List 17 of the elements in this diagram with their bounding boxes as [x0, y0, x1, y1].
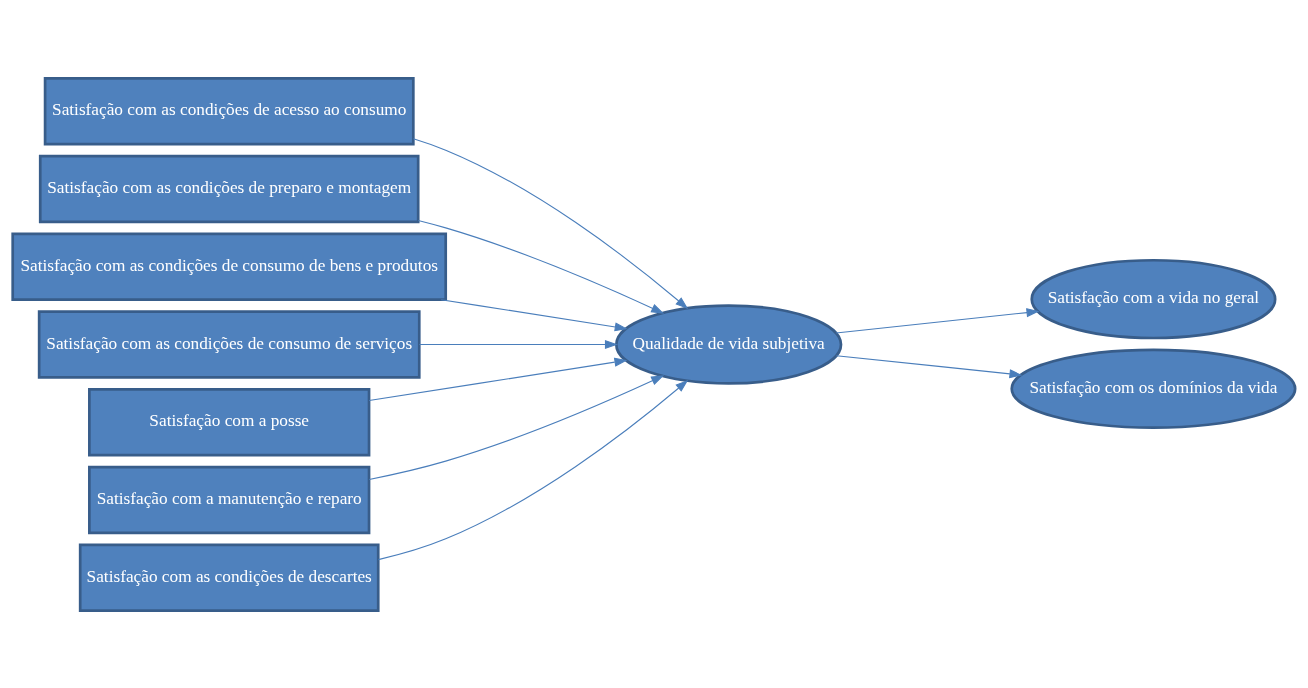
node-box: Satisfação com as condições de descartes: [78, 542, 380, 612]
arrow: [368, 374, 665, 480]
node-box: Satisfação com a posse: [88, 387, 371, 457]
node-box: Satisfação com as condições de acesso ao consumo: [43, 76, 415, 146]
arrow: [412, 137, 689, 309]
arrow: [835, 307, 1040, 334]
node-box: Satisfação com as condições de consumo de bens e produtos: [11, 231, 448, 301]
arrow: [417, 219, 665, 314]
node-ellipse: Satisfação com a vida no geral: [1030, 258, 1277, 339]
arrow: [418, 339, 618, 349]
arrow: [377, 379, 689, 560]
arrow: [440, 298, 628, 331]
arrow: [835, 354, 1023, 378]
arrow: [368, 357, 628, 401]
node-box: Satisfação com as condições de preparo e montagem: [38, 154, 420, 223]
node-box: Satisfação com as condições de consumo de serviços: [37, 309, 421, 379]
node-box: Satisfação com a manutenção e reparo: [88, 465, 371, 534]
